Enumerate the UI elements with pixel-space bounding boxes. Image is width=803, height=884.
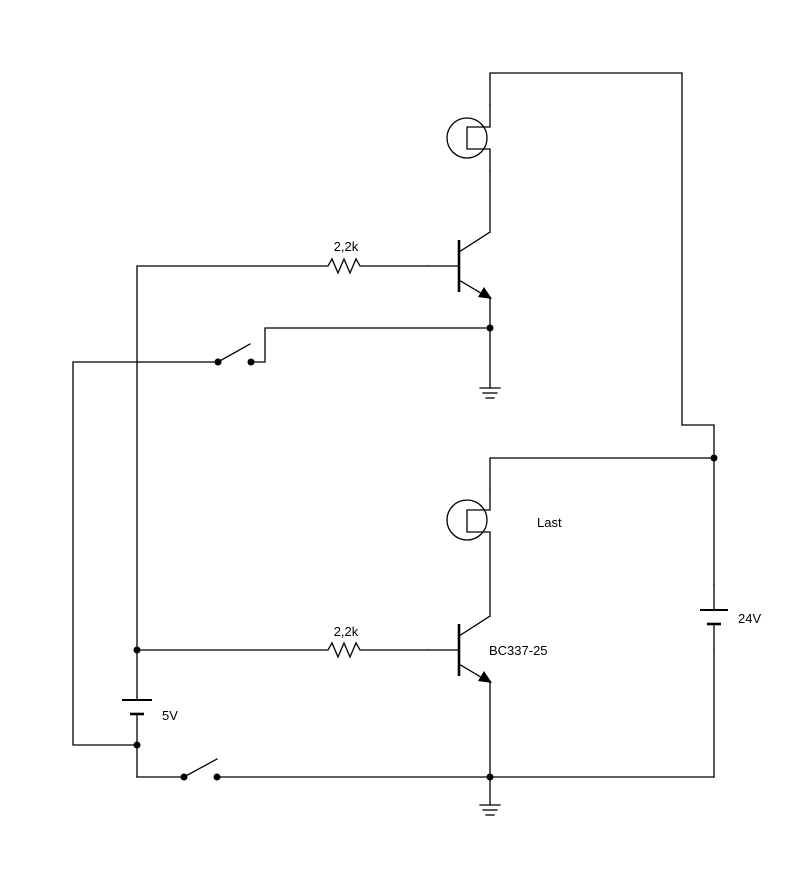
load-label: Last [537, 515, 562, 530]
resistor-top-value: 2,2k [334, 239, 359, 254]
resistor-bottom: 2,2k [136, 624, 429, 659]
transistor-bottom [457, 615, 492, 683]
supply-wiring [489, 72, 715, 778]
ground-icon-top [479, 387, 501, 399]
resistor-bottom-value: 2,2k [334, 624, 359, 639]
battery-5v: 5V [122, 649, 178, 778]
resistor-top: 2,2k [136, 239, 429, 651]
ground-icon-bottom [479, 804, 501, 816]
lamp-top [446, 104, 491, 172]
battery-24v: 24V [700, 584, 761, 651]
switch-bottom [136, 758, 491, 781]
battery-24v-label: 24V [738, 611, 761, 626]
switch-top [72, 327, 491, 746]
junction-dots [133, 454, 718, 781]
battery-5v-label: 5V [162, 708, 178, 723]
transistor-top [457, 231, 492, 299]
lamp-bottom [446, 489, 491, 553]
node-top-emitter [486, 324, 494, 332]
transistor-bottom-label: BC337-25 [489, 643, 548, 658]
